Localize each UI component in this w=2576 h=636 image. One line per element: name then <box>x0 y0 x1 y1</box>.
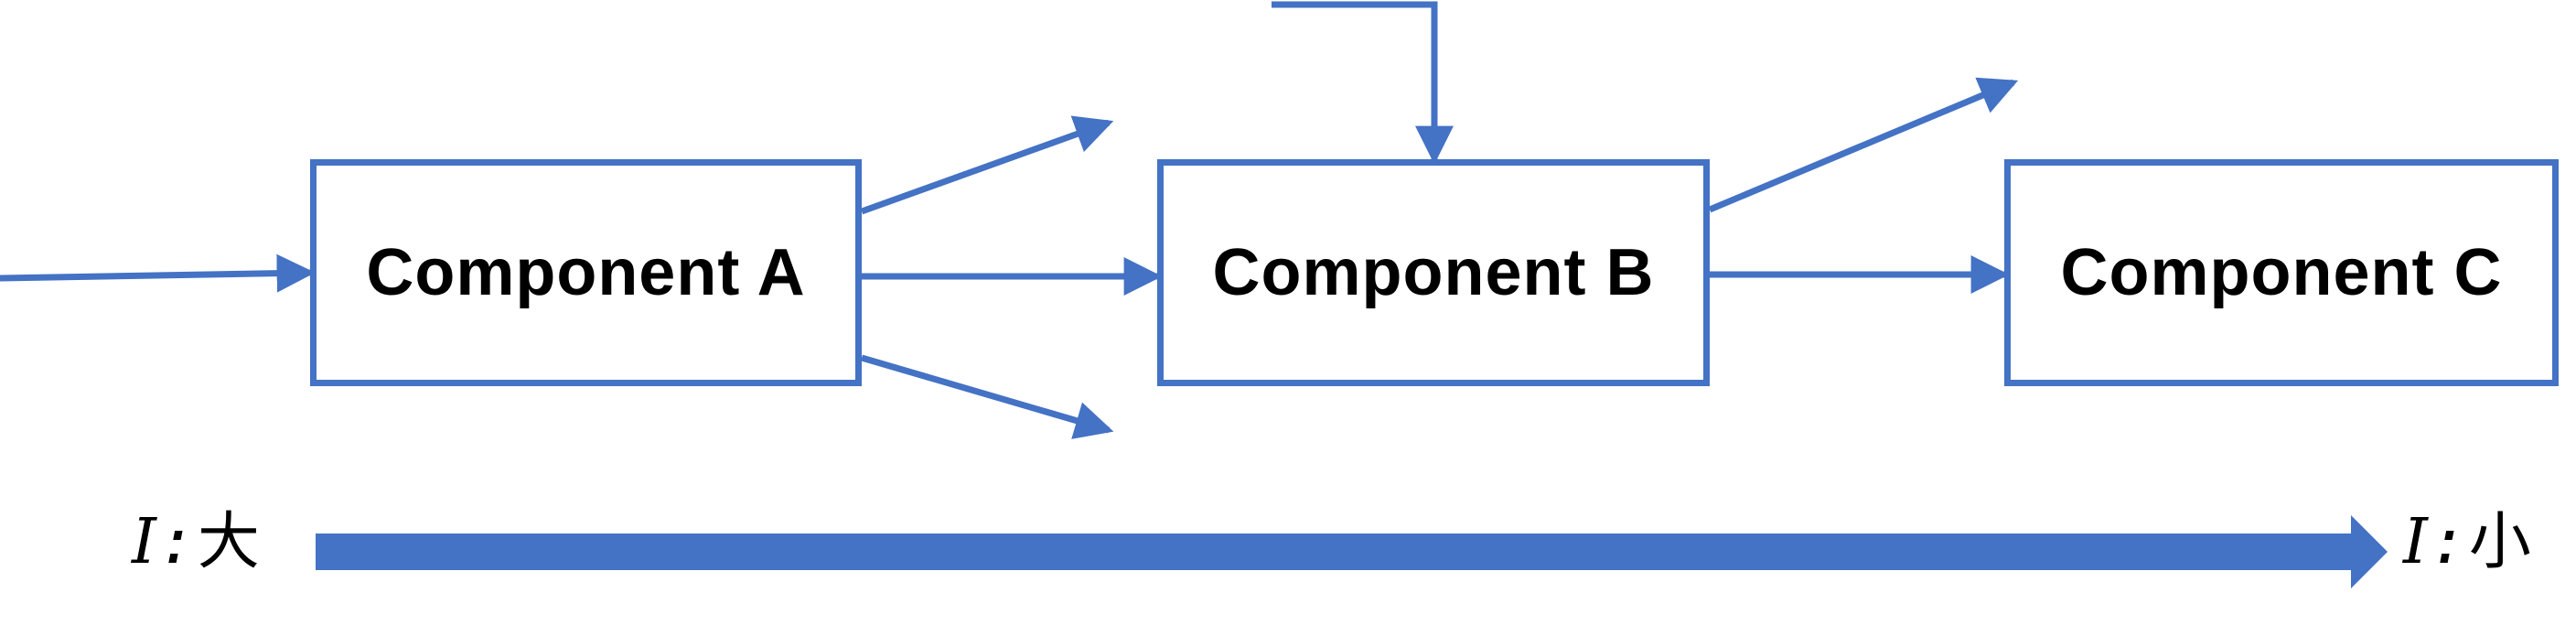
gauge-left-separator: : <box>157 506 196 578</box>
component-c-label: Component C <box>2060 236 2503 309</box>
gauge-right-level: 小 <box>2468 506 2531 578</box>
gauge-label-left: I:大 <box>132 511 260 574</box>
component-b-box: Component B <box>1157 159 1710 386</box>
gauge-arrow <box>316 515 2388 588</box>
gauge-left-variable: I <box>132 506 156 578</box>
gauge-left-level: 大 <box>197 506 260 578</box>
output-arrow-b-up <box>1708 77 2019 213</box>
component-a-box: Component A <box>310 159 862 386</box>
component-b-label: Component B <box>1212 236 1655 309</box>
output-arrow-a-up <box>860 115 1114 215</box>
gauge-label-right: I:小 <box>2403 511 2531 574</box>
component-c-box: Component C <box>2004 159 2559 386</box>
gauge-right-separator: : <box>2429 506 2467 578</box>
component-a-label: Component A <box>366 236 806 309</box>
output-arrow-a-down <box>861 354 1114 439</box>
input-arrow-a <box>0 253 316 293</box>
gauge-right-variable: I <box>2403 506 2428 578</box>
top-input-arrow-b <box>1272 1 1454 165</box>
